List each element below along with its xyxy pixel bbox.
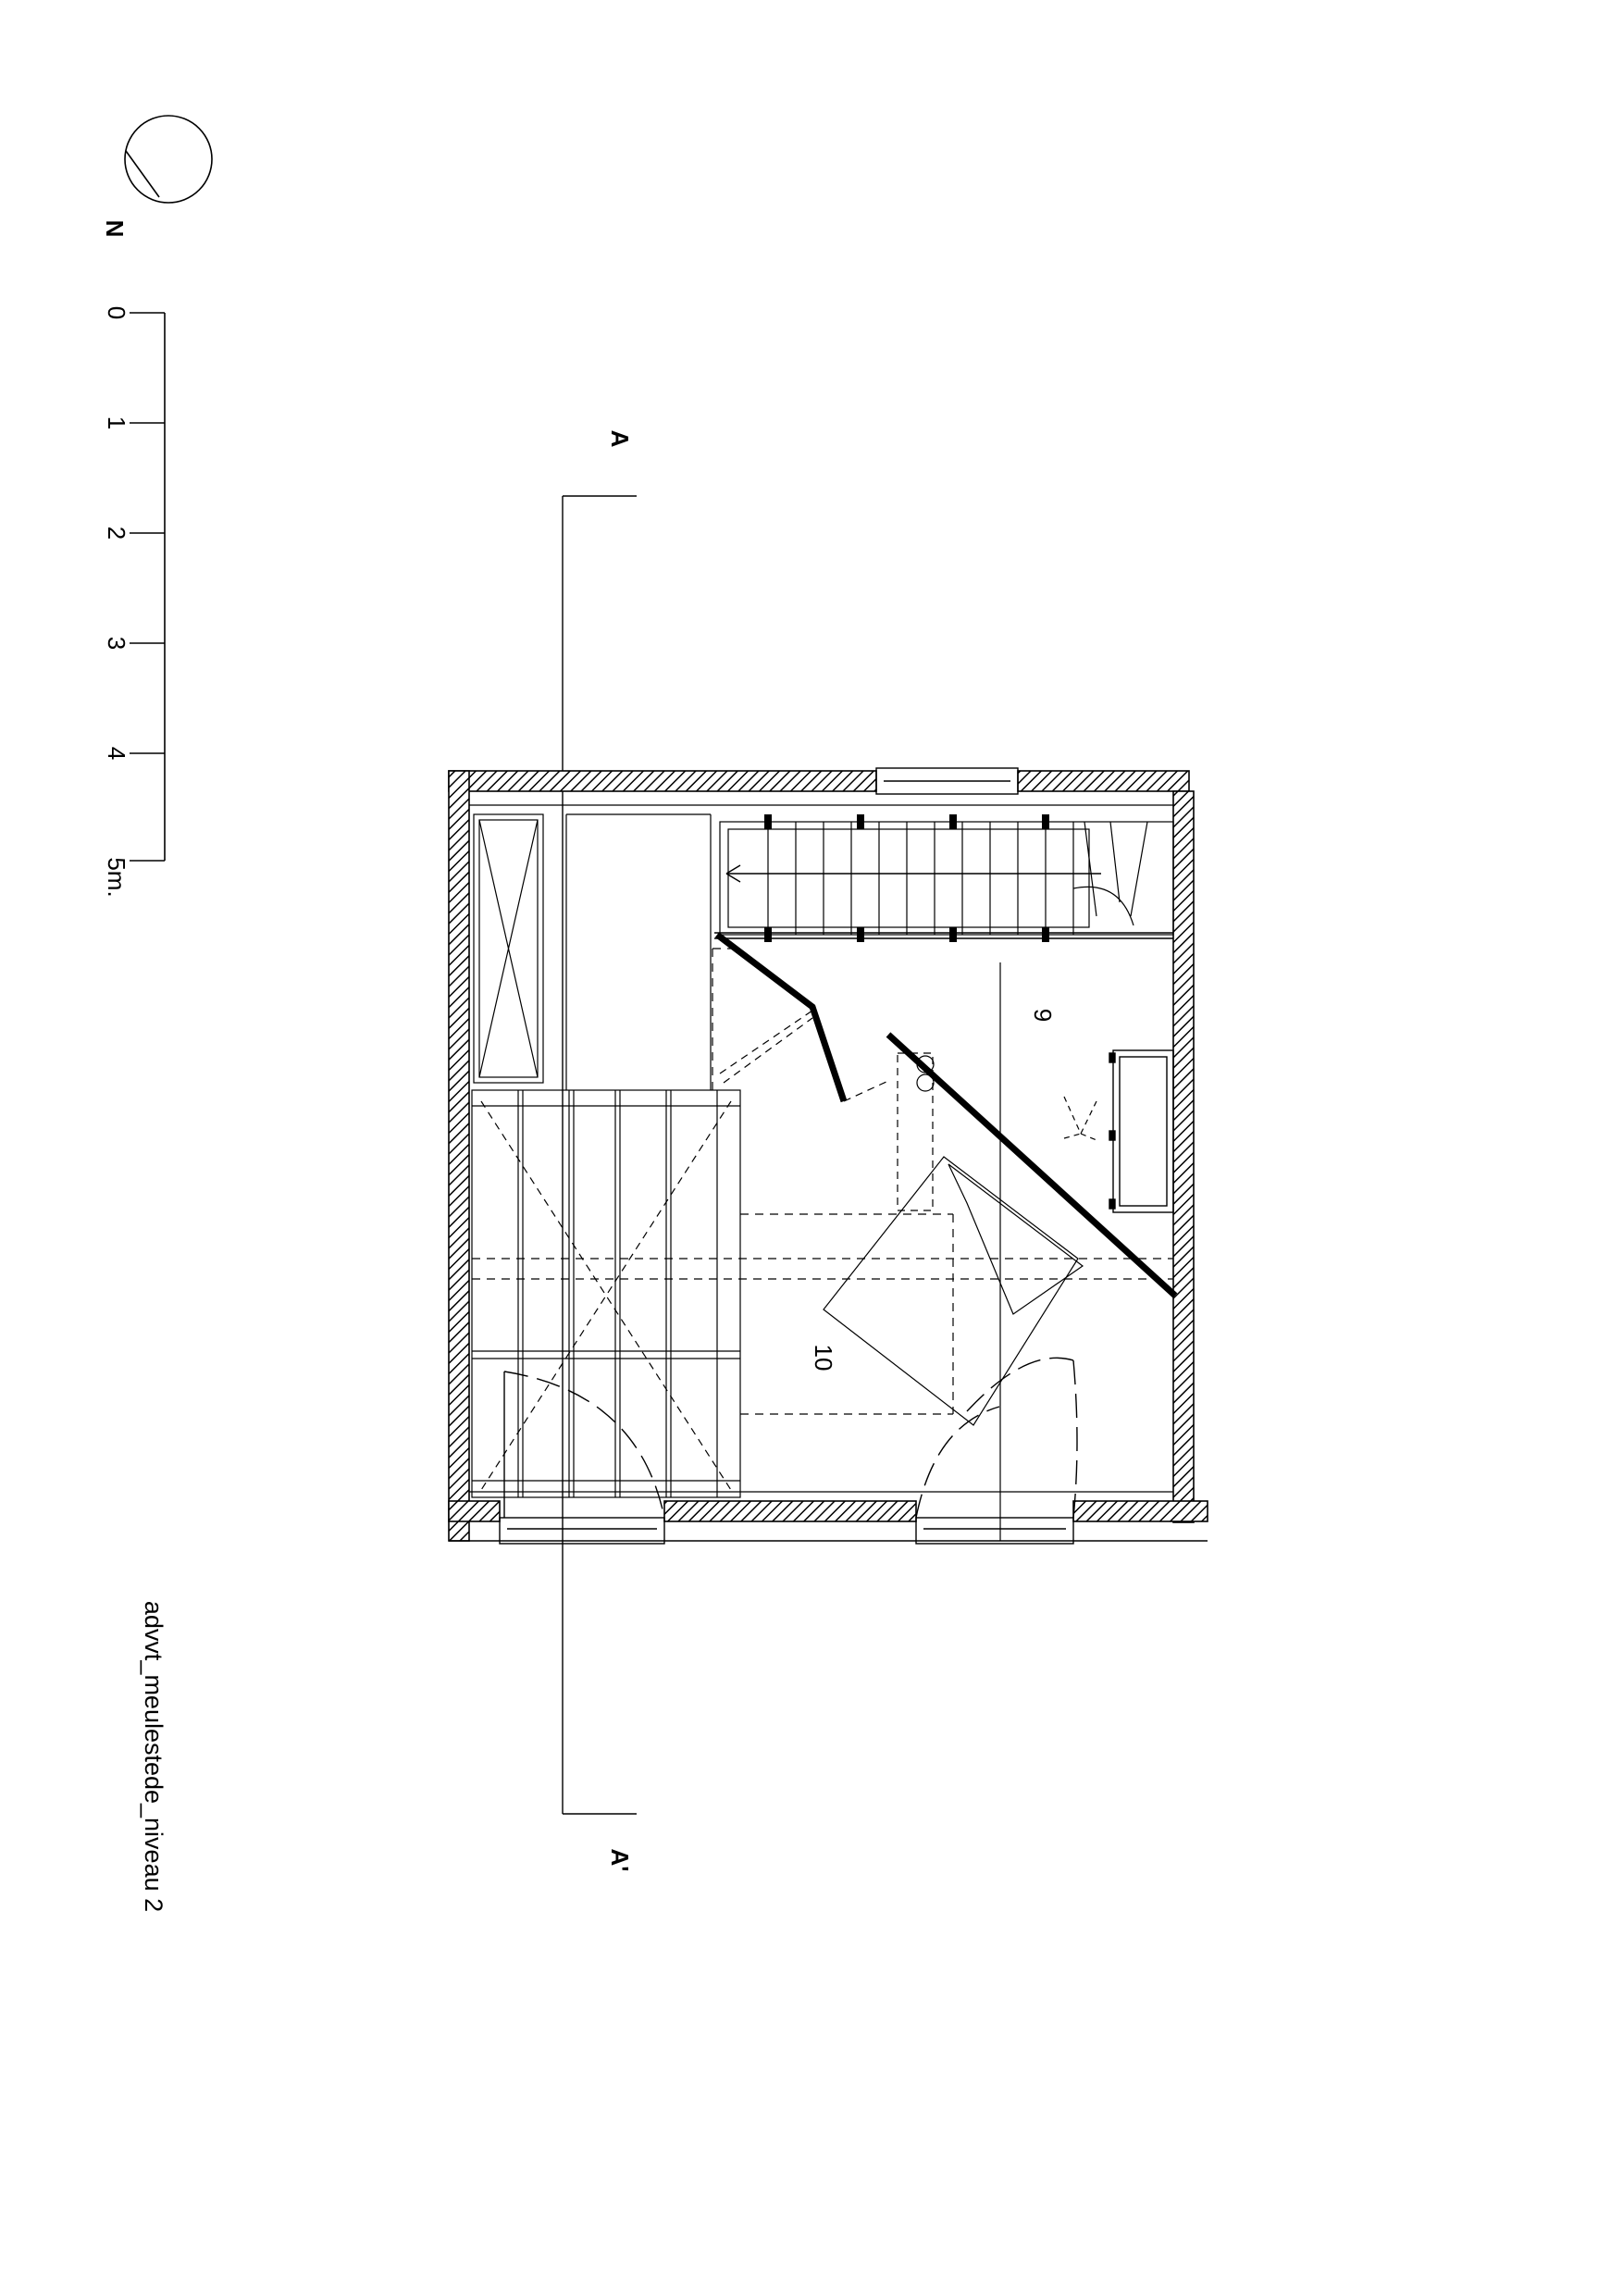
north-label: N [101, 220, 129, 238]
north-arrow-circle [124, 115, 213, 204]
wall-top-right [1017, 770, 1190, 792]
staircase [719, 821, 1174, 936]
tilted-bed [823, 1156, 1084, 1426]
window-top [875, 767, 1019, 795]
scale-tick-1: 1 [103, 416, 130, 429]
wall-right [1172, 790, 1195, 1523]
partition-thin-lines [719, 1010, 889, 1102]
north-arrow-needle [125, 150, 160, 198]
window-bottom-right [915, 1517, 1074, 1545]
void-cross [473, 813, 544, 1084]
window-bottom-left [499, 1517, 665, 1545]
scale-bar-labels: 0 1 2 3 4 5m. [103, 306, 130, 898]
corridor-strip [565, 813, 712, 1090]
door-swing-right [915, 1357, 1078, 1519]
section-label-end: A' [606, 1849, 634, 1872]
section-line [562, 495, 637, 1815]
door-swing-left [503, 1371, 665, 1519]
stair-arrow [725, 864, 1101, 883]
scale-tick-0: 0 [103, 306, 130, 319]
stair-railing [714, 932, 1173, 939]
wall-top-left [448, 770, 877, 792]
wall-bottom-a [448, 1500, 501, 1522]
shower-drain [1063, 1096, 1097, 1141]
scale-tick-4: 4 [103, 747, 130, 760]
fixture-box [897, 1052, 935, 1211]
scale-tick-2: 2 [103, 527, 130, 540]
bathtub [1109, 1049, 1174, 1213]
partition-walls [714, 932, 1178, 1298]
north-arrow: N [101, 115, 213, 238]
inner-lines [469, 804, 1173, 1493]
stair-posts [764, 814, 1049, 942]
wall-bottom-c [1072, 1500, 1208, 1522]
wall-left [448, 770, 470, 1542]
floor-plan [448, 767, 1208, 1545]
room-label-9: 9 [1029, 1009, 1057, 1022]
section-label-start: A [606, 430, 634, 448]
wall-bottom-b [663, 1500, 917, 1522]
scale-tick-5: 5m. [103, 857, 130, 897]
room-label-10: 10 [810, 1345, 837, 1371]
timber-floor-grid [471, 1089, 741, 1498]
scale-tick-3: 3 [103, 637, 130, 650]
drawing-title: advvt_meulestede_niveau 2 [140, 1601, 167, 1912]
scale-bar [130, 312, 166, 862]
exterior-walls [448, 770, 1208, 1542]
